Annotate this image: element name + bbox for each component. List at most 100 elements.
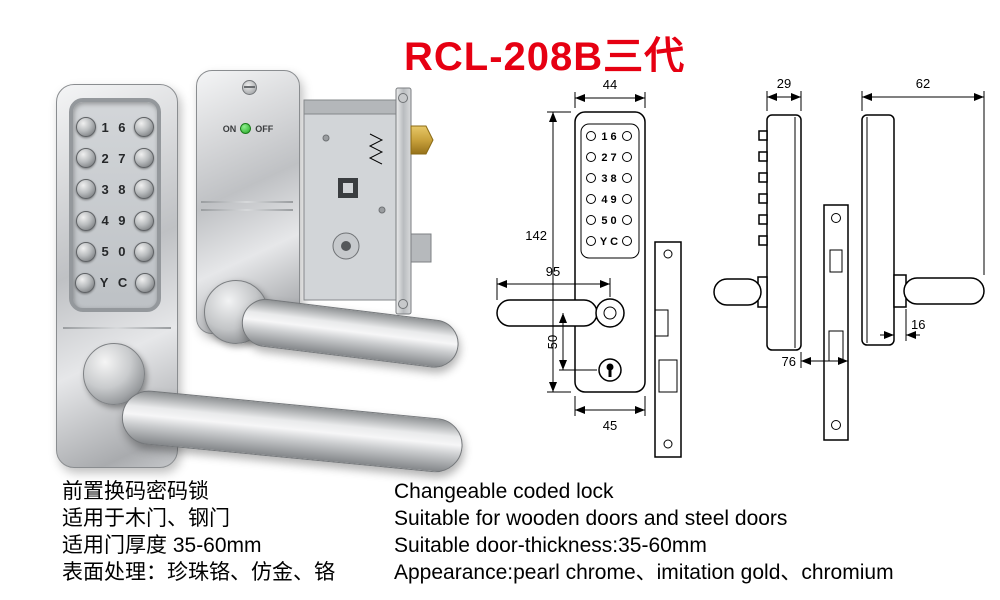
key-cylinder-drawing xyxy=(598,358,622,382)
keypad-button xyxy=(133,210,154,231)
spec-chinese: 适用于木门、钢门 xyxy=(62,507,230,530)
dimension-label: 142 xyxy=(525,228,547,243)
diagram-keypad-rows: 1 6 2 7 3 8 4 9 5 0 Y C xyxy=(586,131,632,248)
screw-hole xyxy=(663,249,673,259)
dimension-label: 16 xyxy=(911,317,925,332)
dimension-label: 50 xyxy=(545,335,560,349)
screw-icon xyxy=(398,93,408,103)
side-view-diagram: 29 62 76 16 xyxy=(712,75,997,455)
keypad-button xyxy=(133,241,154,262)
keypad-button xyxy=(133,148,154,169)
dimension-label: 44 xyxy=(603,77,617,92)
panel-seam xyxy=(201,209,293,211)
dimension-width-bottom: 45 xyxy=(574,396,646,433)
panel-seam xyxy=(63,327,171,329)
keypad-row: 2 7 xyxy=(73,148,157,169)
dimension-width-top: 44 xyxy=(574,77,646,108)
screw-hole xyxy=(831,213,841,223)
latch-bolt xyxy=(410,125,434,155)
green-led-icon xyxy=(240,123,252,134)
latch-hole xyxy=(654,309,669,337)
button-profile xyxy=(758,235,768,246)
screw-hole xyxy=(831,420,841,430)
spec-chinese: 适用门厚度 35-60mm xyxy=(62,534,262,557)
keypad-row: Y C xyxy=(73,272,157,293)
keypad-button xyxy=(76,179,97,200)
edge-plate-drawing xyxy=(654,241,682,458)
dead-bolt xyxy=(410,233,432,263)
spring xyxy=(368,133,384,165)
keypad-area-outline xyxy=(580,123,640,259)
spec-row: 表面处理：珍珠铬、仿金、铬 Appearance:pearl chrome、im… xyxy=(62,559,894,586)
bolt-hole xyxy=(658,359,678,393)
spec-row: 前置换码密码锁 Changeable coded lock xyxy=(62,478,894,505)
keypad-row-label: 3 8 xyxy=(101,181,129,197)
keypad-row-label: 3 8 xyxy=(601,173,616,185)
screw-icon xyxy=(242,80,257,95)
keypad-row-label: 2 7 xyxy=(601,152,616,164)
spec-english: Changeable coded lock xyxy=(394,480,614,503)
keypad-row: 4 9 xyxy=(73,210,157,231)
dimension-label: 95 xyxy=(546,264,560,279)
keypad-button xyxy=(74,272,95,293)
inner-unit-profile xyxy=(861,114,895,346)
spec-row: 适用于木门、钢门 Suitable for wooden doors and s… xyxy=(62,505,894,532)
dimension-label: 45 xyxy=(603,418,617,433)
keypad-row-label: 5 0 xyxy=(101,244,129,260)
keypad-button xyxy=(76,210,97,231)
keypad-row-label: 1 6 xyxy=(601,131,616,143)
inner-handle-profile xyxy=(893,274,985,308)
dimension-label: 62 xyxy=(916,76,930,91)
mortise-lock-photo xyxy=(303,87,434,315)
button-profile xyxy=(758,172,768,183)
mortise-body xyxy=(303,99,397,301)
spec-list: 前置换码密码锁 Changeable coded lock 适用于木门、钢门 S… xyxy=(62,478,894,586)
keypad-button xyxy=(76,241,97,262)
keypad-row-label: 2 7 xyxy=(101,150,129,166)
keypad-panel: 1 6 2 7 3 8 4 9 5 0 xyxy=(69,98,161,312)
keypad-row-label: 4 9 xyxy=(101,213,129,229)
keypad-row-label: 5 0 xyxy=(601,215,616,227)
dimension-body-depth: 76 xyxy=(782,352,848,369)
screw-hole xyxy=(663,439,673,449)
keypad-row-label: 4 9 xyxy=(601,194,616,206)
spec-chinese: 表面处理：珍珠铬、仿金、铬 xyxy=(62,561,335,584)
keypad-button xyxy=(76,117,97,138)
keypad-row: 5 0 xyxy=(73,241,157,262)
keypad-button xyxy=(133,179,154,200)
dimension-label: 29 xyxy=(777,76,791,91)
slot-hole xyxy=(829,249,843,273)
keypad-lock-front-photo: 1 6 2 7 3 8 4 9 5 0 xyxy=(56,84,178,468)
keypad-button xyxy=(133,117,154,138)
button-profile xyxy=(758,214,768,225)
dimension-handle-length: 95 xyxy=(496,264,611,300)
panel-seam xyxy=(201,201,293,203)
keypad-row-label: 1 6 xyxy=(101,119,129,135)
keypad-row: 1 6 xyxy=(73,117,157,138)
page-title: RCL-208B三代 xyxy=(404,35,686,79)
front-view-diagram: 1 6 2 7 3 8 4 9 5 0 Y C xyxy=(475,72,710,462)
mortise-plate-profile xyxy=(823,204,849,441)
dimension-hub-depth: 16 xyxy=(880,309,925,341)
spec-english: Suitable door-thickness:35-60mm xyxy=(394,534,707,557)
outer-unit-profile xyxy=(758,114,802,351)
switch-off-label: OFF xyxy=(255,123,274,134)
screw-icon xyxy=(398,299,408,309)
spec-english: Suitable for wooden doors and steel door… xyxy=(394,507,788,530)
mortise-faceplate xyxy=(395,87,412,315)
spec-row: 适用门厚度 35-60mm Suitable door-thickness:35… xyxy=(62,532,894,559)
outer-handle-profile xyxy=(713,276,768,308)
handle-drawing xyxy=(496,298,625,328)
dimension-label: 76 xyxy=(782,354,796,369)
button-profile xyxy=(758,130,768,141)
button-profile xyxy=(758,151,768,162)
keypad-row-label: Y C xyxy=(99,275,131,291)
dimension-height: 142 xyxy=(525,111,571,393)
dimension-handle-to-cylinder: 50 xyxy=(545,313,597,371)
keypad-row: 3 8 xyxy=(73,179,157,200)
keypad-button xyxy=(76,148,97,169)
dimension-inner-depth: 62 xyxy=(861,76,985,275)
keypad-row-label: Y C xyxy=(600,236,618,248)
dimension-outer-depth: 29 xyxy=(766,76,802,111)
